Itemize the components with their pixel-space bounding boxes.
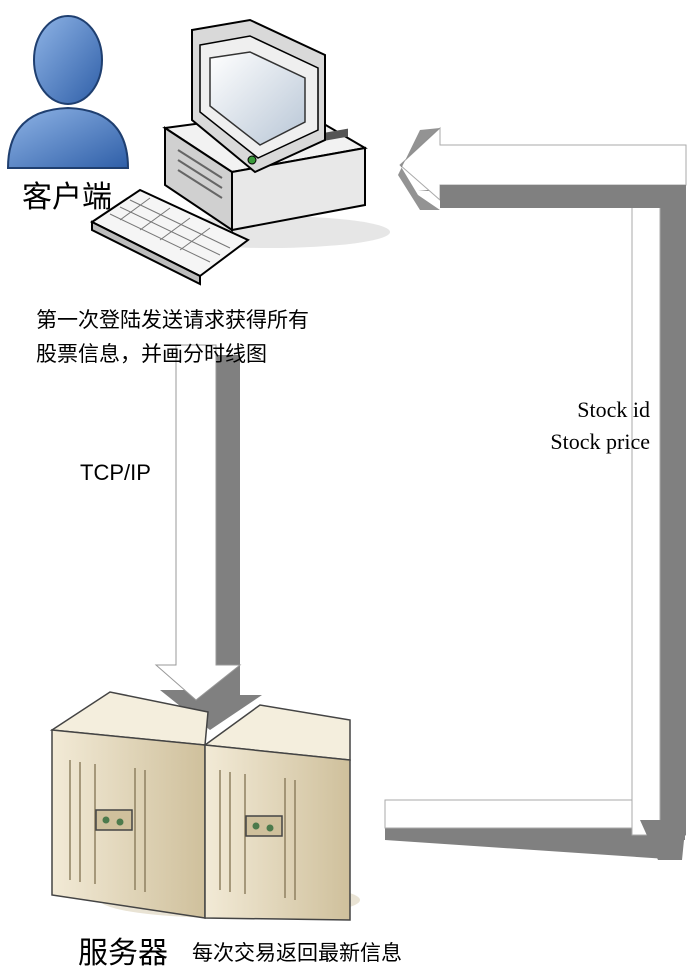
response-arrow [384, 126, 687, 860]
client-label: 客户端 [22, 180, 112, 215]
request-arrow [154, 344, 262, 730]
request-note-line2: 股票信息，并画分时线图 [36, 342, 267, 366]
server-note: 每次交易返回最新信息 [192, 941, 402, 965]
protocol-label: TCP/IP [80, 460, 151, 485]
user-icon [6, 15, 130, 169]
request-note-line1: 第一次登陆发送请求获得所有 [36, 308, 309, 332]
keyboard-icon [90, 188, 250, 286]
desktop-computer-icon [150, 18, 390, 248]
server-icon [202, 704, 351, 921]
response-line2: Stock price [550, 429, 650, 454]
response-line1: Stock id [577, 397, 650, 422]
server-label: 服务器 [78, 936, 168, 971]
